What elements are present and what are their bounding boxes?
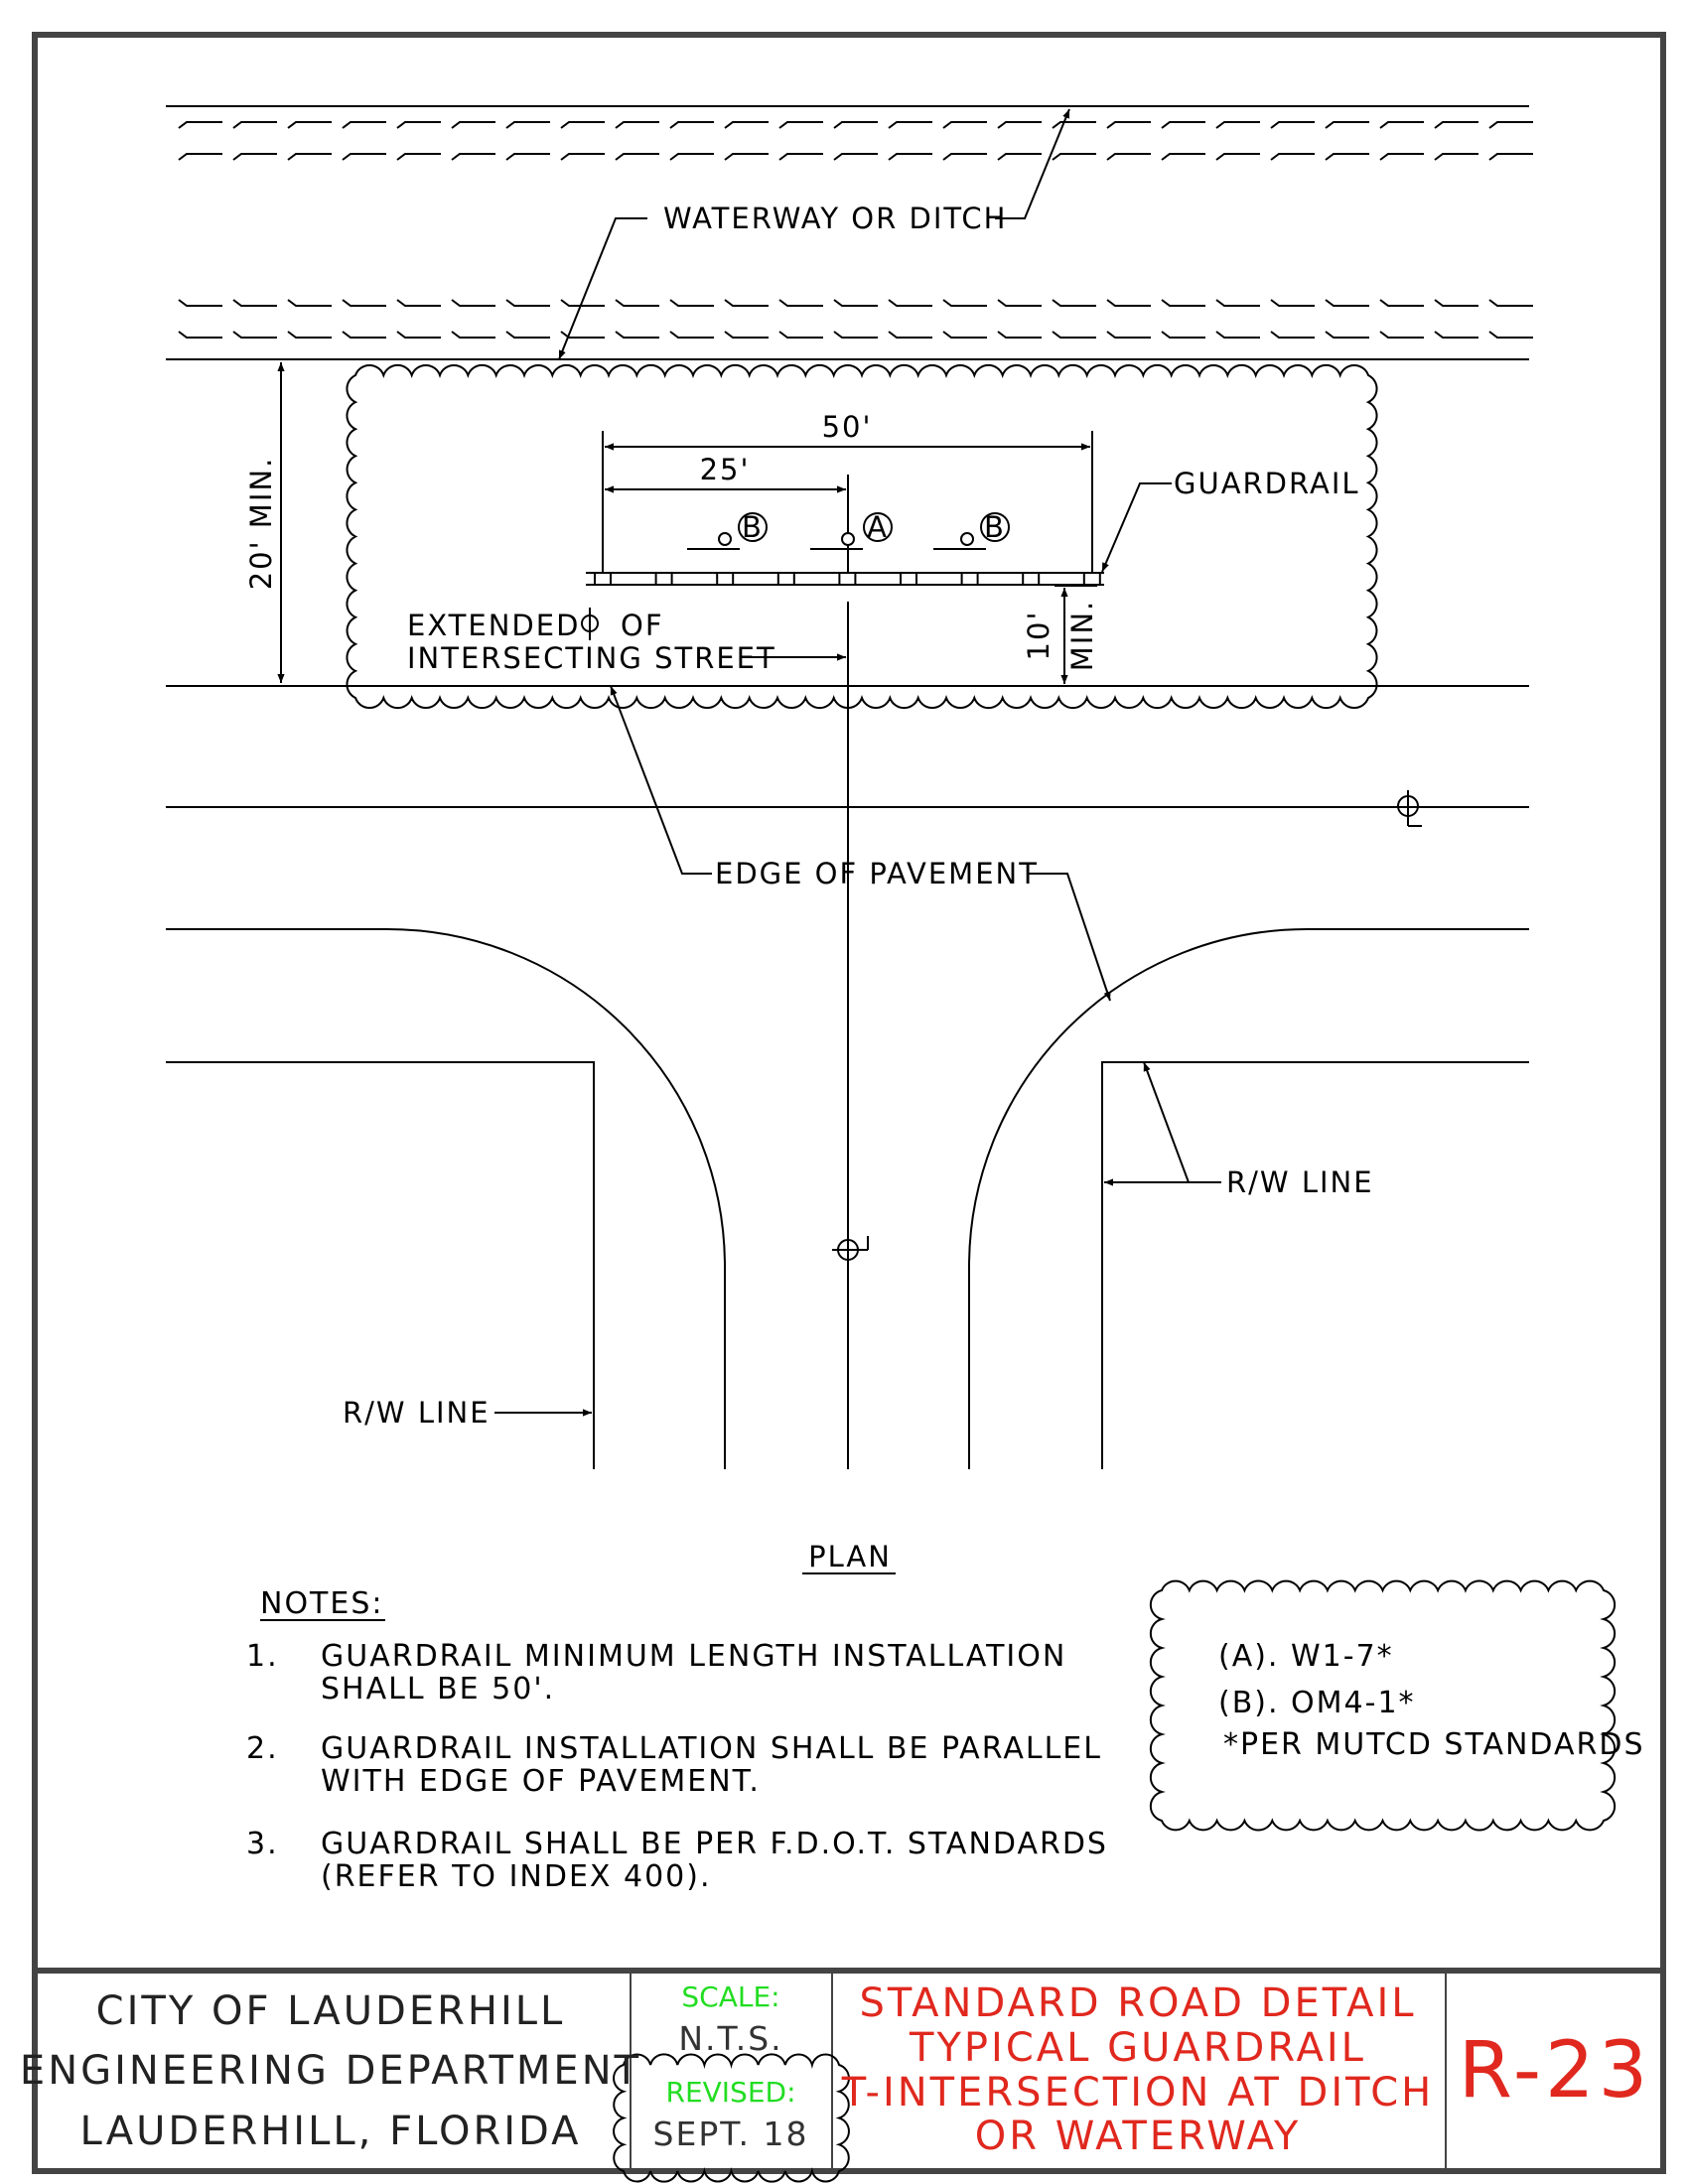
note-3-line-1: GUARDRAIL SHALL BE PER F.D.O.T. STANDARD… <box>321 1827 1108 1861</box>
waterway-hatch <box>166 105 1533 360</box>
note-1-line-1: GUARDRAIL MINIMUM LENGTH INSTALLATION <box>321 1639 1066 1674</box>
leaders <box>494 108 1221 1417</box>
sign-b-right <box>933 512 1010 550</box>
dim-25-label: 25' <box>700 453 751 486</box>
legend-b: (B). OM4-1* <box>1218 1686 1416 1720</box>
tb-dept: ENGINEERING DEPARTMENT <box>20 2048 641 2094</box>
sign-a <box>810 512 893 550</box>
waterway-label: WATERWAY OR DITCH <box>663 202 1007 235</box>
rw-line-left-label: R/W LINE <box>343 1396 491 1430</box>
note-3-number: 3. <box>246 1827 279 1861</box>
dim-10-label: 10' <box>1022 611 1055 661</box>
guardrail-label: GUARDRAIL <box>1174 467 1360 500</box>
intersecting-street-label: INTERSECTING STREET <box>407 641 776 675</box>
dimensions <box>277 362 1097 684</box>
revision-cloud-legend <box>1149 1579 1617 1832</box>
dim-50-label: 50' <box>822 410 873 444</box>
tb-city: CITY OF LAUDERHILL <box>96 1988 566 2034</box>
dim-20-label: 20' MIN. <box>244 457 278 591</box>
sheet-border <box>32 32 1666 2174</box>
tb-title-line-1: STANDARD ROAD DETAIL <box>859 1980 1416 2026</box>
dim-10-min-label: MIN. <box>1065 600 1099 672</box>
tb-location: LAUDERHILL, FLORIDA <box>80 2109 582 2154</box>
revision-cloud-revised <box>613 2053 850 2183</box>
tb-revised-label: REVISED: <box>665 2076 795 2109</box>
sign-a-letter: A <box>867 510 889 544</box>
rw-line-right-label: R/W LINE <box>1226 1165 1374 1199</box>
road-lines <box>166 602 1529 1469</box>
tb-title-line-4: OR WATERWAY <box>975 2114 1302 2159</box>
note-1-number: 1. <box>246 1639 279 1674</box>
note-3-line-2: (REFER TO INDEX 400). <box>321 1859 712 1894</box>
centerline-symbol-label <box>581 608 599 640</box>
note-2-line-1: GUARDRAIL INSTALLATION SHALL BE PARALLEL <box>321 1731 1102 1766</box>
sign-b-left <box>687 512 768 550</box>
tb-title-line-2: TYPICAL GUARDRAIL <box>909 2025 1366 2071</box>
guardrail-posts <box>594 572 1101 586</box>
tb-title-line-3: T-INTERSECTION AT DITCH <box>841 2070 1434 2116</box>
legend-a: (A). W1-7* <box>1218 1639 1394 1674</box>
notes-title: NOTES: <box>260 1586 384 1621</box>
centerline-symbol-right <box>1397 790 1422 827</box>
note-2-line-2: WITH EDGE OF PAVEMENT. <box>321 1764 761 1799</box>
tb-revised-value: SEPT. 18 <box>653 2115 809 2153</box>
tb-sheet-number: R-23 <box>1459 2026 1651 2116</box>
sign-b-right-letter: B <box>984 510 1006 544</box>
title-block-grid <box>630 1971 1447 2171</box>
note-1-line-2: SHALL BE 50'. <box>321 1672 555 1706</box>
edge-of-pavement-label: EDGE OF PAVEMENT <box>715 857 1039 890</box>
extended-cl-label-of: OF <box>621 609 664 642</box>
centerline-symbol-bottom <box>832 1236 869 1261</box>
plan-title: PLAN <box>808 1540 892 1573</box>
tb-scale-value: N.T.S. <box>678 2019 782 2058</box>
sign-b-left-letter: B <box>742 510 764 544</box>
extended-cl-label-1: EXTENDED <box>407 609 580 642</box>
legend-note: *PER MUTCD STANDARDS <box>1223 1727 1645 1762</box>
revision-cloud-guardrail <box>346 363 1378 710</box>
note-2-number: 2. <box>246 1731 279 1766</box>
tb-scale-label: SCALE: <box>681 1980 779 2013</box>
